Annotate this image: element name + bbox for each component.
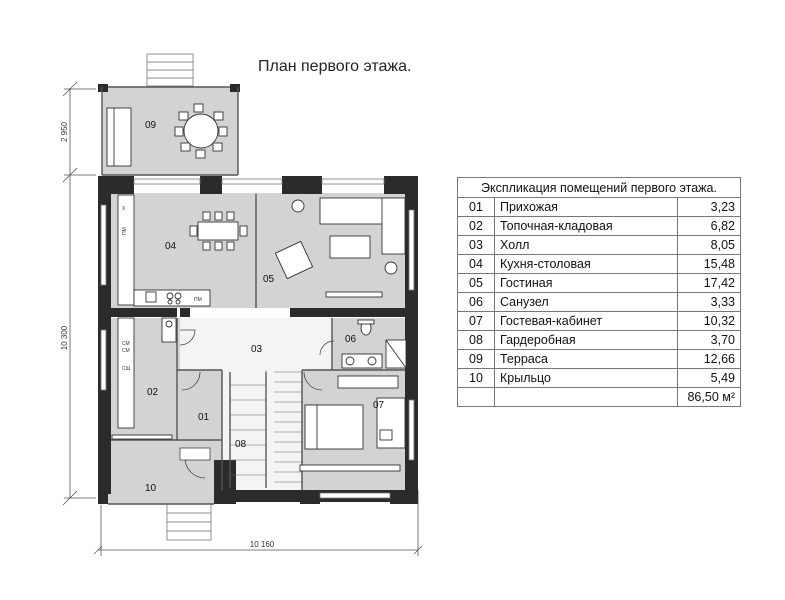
guest-furniture xyxy=(299,397,406,472)
legend-blank-cell xyxy=(494,387,678,407)
legend-room-name: Терраса xyxy=(494,349,678,369)
legend-row: 09 Терраса 12,66 xyxy=(457,349,741,369)
legend-room-name: Гардеробная xyxy=(494,330,678,350)
legend-room-number: 01 xyxy=(457,197,495,217)
legend-room-number: 02 xyxy=(457,216,495,236)
doors xyxy=(179,329,335,479)
legend-row: 04 Кухня-столовая 15,48 xyxy=(457,254,741,274)
room-legend-table: Экспликация помещений первого этажа. 01 … xyxy=(457,177,741,407)
legend-room-area: 5,49 xyxy=(677,368,741,388)
legend-room-area: 8,05 xyxy=(677,235,741,255)
legend-room-area: 3,23 xyxy=(677,197,741,217)
legend-room-number: 07 xyxy=(457,311,495,331)
living-furniture xyxy=(274,197,406,298)
legend-room-area: 3,70 xyxy=(677,330,741,350)
appliance-label: СШ xyxy=(122,366,131,372)
legend-room-number: 04 xyxy=(457,254,495,274)
legend-room-number: 06 xyxy=(457,292,495,312)
legend-room-name: Кухня-столовая xyxy=(494,254,678,274)
room-number-09: 09 xyxy=(145,120,157,131)
appliance-label: ПМ xyxy=(122,227,128,235)
porch-steps-bottom xyxy=(166,503,212,541)
appliance-label: Х xyxy=(122,206,126,212)
legend-room-name: Топочная-кладовая xyxy=(494,216,678,236)
legend-row: 06 Санузел 3,33 xyxy=(457,292,741,312)
legend-title: Экспликация помещений первого этажа. xyxy=(457,177,741,198)
legend-row: 07 Гостевая-кабинет 10,32 xyxy=(457,311,741,331)
room-number-08: 08 xyxy=(235,439,247,450)
appliance-label: СМ xyxy=(122,341,130,347)
legend-blank-cell xyxy=(457,387,495,407)
legend-row: 05 Гостиная 17,42 xyxy=(457,273,741,293)
legend-row: 10 Крыльцо 5,49 xyxy=(457,368,741,388)
legend-room-name: Санузел xyxy=(494,292,678,312)
legend-room-area: 6,82 xyxy=(677,216,741,236)
legend-room-name: Прихожая xyxy=(494,197,678,217)
room-number-10: 10 xyxy=(145,483,157,494)
legend-room-name: Холл xyxy=(494,235,678,255)
room-numbers: 01 02 03 04 05 06 07 08 09 10 xyxy=(145,120,385,494)
legend-room-number: 05 xyxy=(457,273,495,293)
appliance-label: ПМ xyxy=(194,297,202,303)
room-number-07: 07 xyxy=(373,400,385,411)
legend-row: 01 Прихожая 3,23 xyxy=(457,197,741,217)
legend-header-row: Экспликация помещений первого этажа. xyxy=(457,177,741,198)
windows xyxy=(100,178,415,499)
room-number-03: 03 xyxy=(251,344,263,355)
legend-row: 02 Топочная-кладовая 6,82 xyxy=(457,216,741,236)
legend-room-number: 03 xyxy=(457,235,495,255)
terrace-furniture xyxy=(106,103,228,167)
room-number-04: 04 xyxy=(165,241,177,252)
legend-room-number: 09 xyxy=(457,349,495,369)
legend-room-area: 3,33 xyxy=(677,292,741,312)
bathroom-fixtures xyxy=(337,319,407,389)
legend-room-area: 15,48 xyxy=(677,254,741,274)
legend-total-area: 86,50 м² xyxy=(677,387,741,407)
legend-room-area: 10,32 xyxy=(677,311,741,331)
dim-terrace-depth: 2 950 xyxy=(60,121,69,142)
room-number-06: 06 xyxy=(345,334,357,345)
room-number-05: 05 xyxy=(263,274,275,285)
kitchen-furniture xyxy=(117,194,248,307)
legend-room-name: Крыльцо xyxy=(494,368,678,388)
room-number-02: 02 xyxy=(147,387,159,398)
legend-row: 03 Холл 8,05 xyxy=(457,235,741,255)
dim-width-total: 10 160 xyxy=(250,540,275,549)
legend-total-row: 86,50 м² xyxy=(457,387,741,407)
legend-room-area: 17,42 xyxy=(677,273,741,293)
appliance-label: СМ xyxy=(122,348,130,354)
legend-room-area: 12,66 xyxy=(677,349,741,369)
wardrobe-shelves xyxy=(230,370,302,488)
porch-steps-top xyxy=(146,53,194,87)
legend-room-number: 10 xyxy=(457,368,495,388)
appliance-tags: ПМ ПМ Х СМ СМ СШ xyxy=(122,206,202,372)
room-number-01: 01 xyxy=(198,412,210,423)
dim-height-total: 10 300 xyxy=(60,325,69,350)
legend-room-number: 08 xyxy=(457,330,495,350)
boiler-furniture xyxy=(111,317,177,440)
floor-plan: 2 950 10 300 10 160 xyxy=(60,53,423,556)
light-areas xyxy=(180,318,332,492)
legend-room-name: Гостевая-кабинет xyxy=(494,311,678,331)
plan-title: План первого этажа. xyxy=(258,58,412,75)
legend-row: 08 Гардеробная 3,70 xyxy=(457,330,741,350)
legend-room-name: Гостиная xyxy=(494,273,678,293)
